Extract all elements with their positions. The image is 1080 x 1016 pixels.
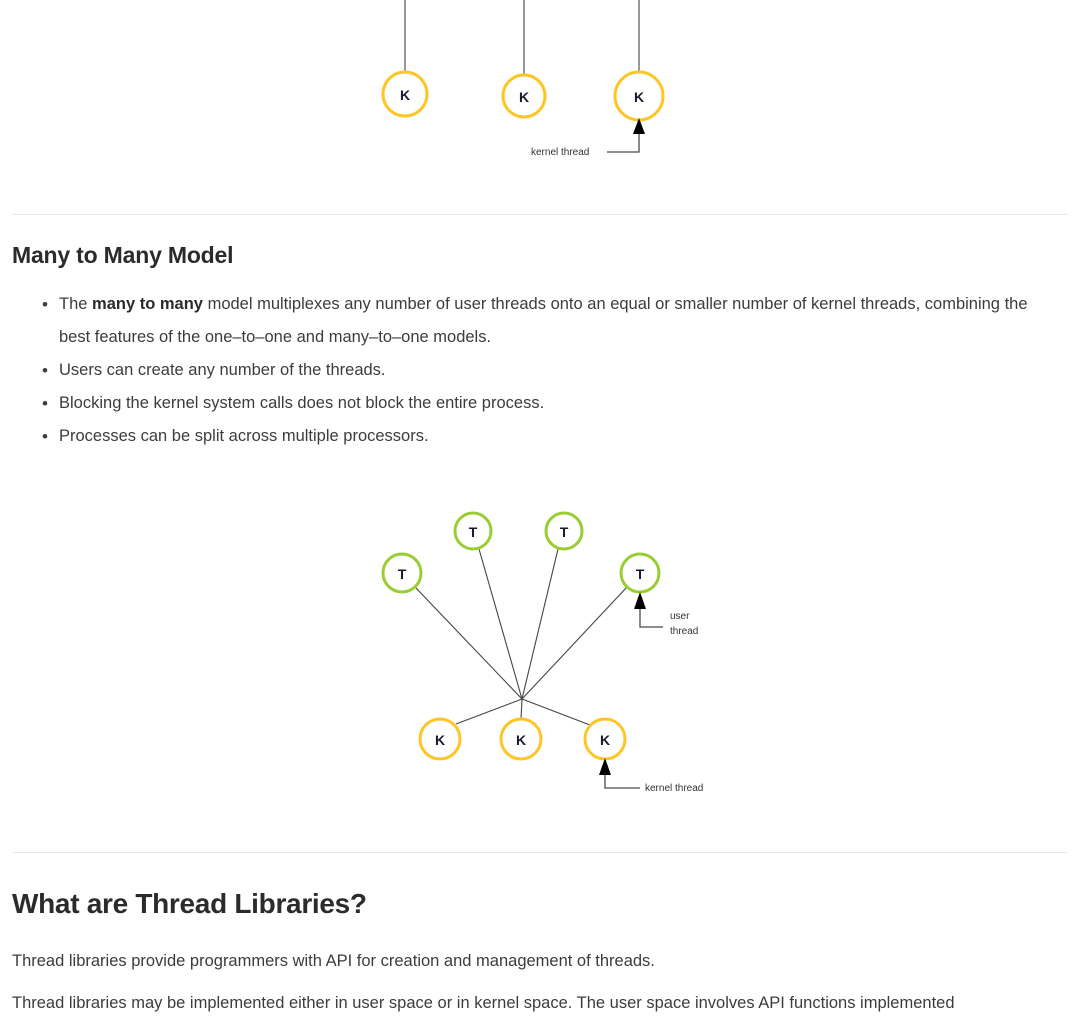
list-item: Blocking the kernel system calls does no… — [42, 387, 1060, 420]
kernel-node-label: K — [519, 89, 529, 105]
kernel-thread-link — [521, 698, 591, 726]
kernel-node-label: K — [634, 89, 644, 105]
arrow-head-icon — [634, 592, 646, 609]
user-thread-link — [521, 586, 628, 700]
many-to-many-bullet-list: The many to many model multiplexes any n… — [0, 288, 1060, 453]
user-thread-node: T — [381, 552, 423, 594]
kernel-thread-node: K — [583, 717, 627, 761]
list-item: Users can create any number of the threa… — [42, 354, 1060, 387]
arrow-head-icon — [599, 758, 611, 775]
kernel-thread-node: K — [418, 717, 462, 761]
user-thread-callout-label-line1: user — [670, 611, 690, 622]
paragraph: Thread libraries may be implemented eith… — [12, 994, 955, 1012]
user-thread-link — [521, 548, 559, 700]
one-to-one-model-diagram: K K K kernel thread — [381, 0, 665, 158]
user-node-label: T — [469, 524, 478, 540]
user-node-label: T — [398, 566, 407, 582]
section-divider — [12, 214, 1068, 215]
section-divider — [12, 852, 1068, 853]
user-node-label: T — [560, 524, 569, 540]
kernel-thread-callout: kernel thread — [531, 118, 645, 158]
kernel-thread-node: K — [501, 73, 547, 119]
user-thread-link — [415, 587, 523, 700]
kernel-node-label: K — [516, 732, 526, 748]
kernel-thread-callout-label: kernel thread — [645, 783, 703, 794]
kernel-thread-node: K — [381, 70, 429, 118]
kernel-thread-link — [455, 698, 523, 725]
user-thread-callout: user thread — [634, 592, 698, 637]
user-thread-node: T — [453, 511, 493, 551]
many-to-many-model-diagram: T T T T K K K user — [381, 511, 703, 794]
bullet-text-suffix: model multiplexes any number of user thr… — [59, 295, 1028, 346]
bullet-text-bold: many to many — [92, 295, 203, 313]
user-thread-link — [478, 548, 523, 700]
user-thread-callout-label-line2: thread — [670, 626, 698, 637]
kernel-node-label: K — [400, 87, 410, 103]
paragraph: Thread libraries provide programmers wit… — [12, 952, 655, 970]
page-title-many-to-many: Many to Many Model — [12, 242, 234, 268]
kernel-thread-node: K — [499, 717, 543, 761]
arrow-head-icon — [633, 118, 645, 134]
kernel-thread-callout: kernel thread — [599, 758, 703, 794]
kernel-thread-callout-label: kernel thread — [531, 147, 589, 158]
kernel-node-label: K — [600, 732, 610, 748]
user-thread-node: T — [619, 552, 661, 594]
kernel-node-label: K — [435, 732, 445, 748]
user-node-label: T — [636, 566, 645, 582]
user-thread-node: T — [544, 511, 584, 551]
list-item: Processes can be split across multiple p… — [42, 420, 1060, 453]
kernel-thread-link — [520, 698, 523, 720]
page-title-thread-libraries: What are Thread Libraries? — [12, 888, 367, 919]
kernel-thread-node: K — [613, 70, 665, 122]
bullet-text-prefix: The — [59, 295, 93, 313]
list-item: The many to many model multiplexes any n… — [42, 288, 1060, 354]
